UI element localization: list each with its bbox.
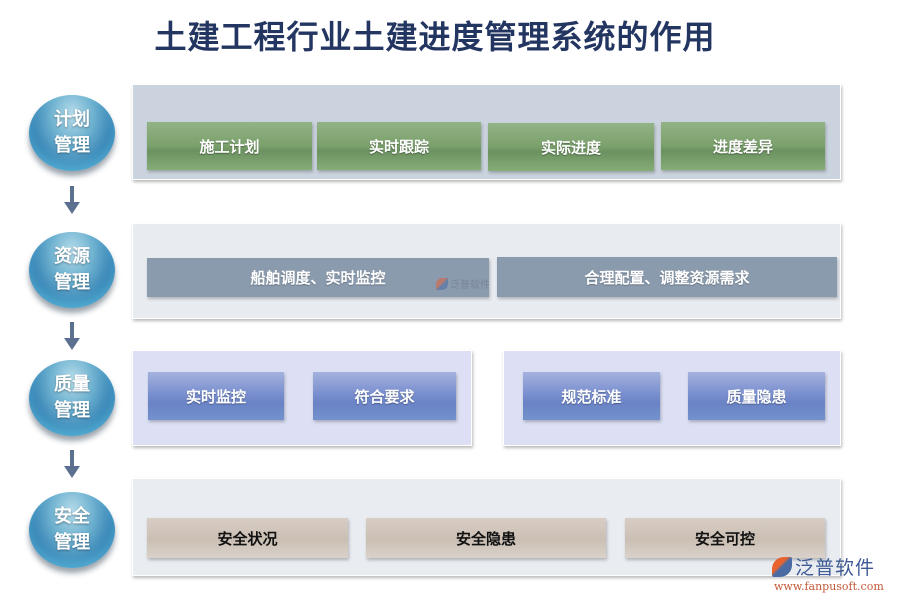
stage-label: 资源	[54, 246, 90, 267]
plan-item-progress-variance: 进度差异	[661, 122, 825, 170]
stage-label: 管理	[54, 400, 90, 421]
quality-item-compliance: 符合要求	[313, 372, 456, 420]
resource-item-allocation: 合理配置、调整资源需求	[497, 257, 837, 297]
plan-item-actual-progress: 实际进度	[488, 123, 654, 171]
quality-item-standards: 规范标准	[523, 372, 660, 420]
brand-url: www.fanpusoft.com	[774, 580, 884, 593]
down-arrow-icon	[64, 186, 80, 216]
brand-name: 泛普软件	[795, 557, 876, 579]
quality-item-hazards: 质量隐患	[688, 372, 825, 420]
stage-quality-management: 质量 管理	[29, 360, 115, 436]
safety-item-hazards: 安全隐患	[366, 518, 606, 558]
watermark-name: 泛普软件	[450, 280, 490, 291]
stage-label: 计划	[54, 109, 90, 130]
quality-item-realtime-monitor: 实时监控	[148, 372, 284, 420]
resource-item-dispatch-monitor: 船舶调度、实时监控	[147, 258, 489, 297]
stage-resource-management: 资源 管理	[29, 232, 115, 308]
plan-item-construction-plan: 施工计划	[147, 122, 312, 170]
stage-label: 管理	[54, 135, 90, 156]
down-arrow-icon	[64, 322, 80, 352]
brand-logo-icon	[772, 556, 792, 577]
stage-label: 质量	[54, 374, 90, 395]
brand-logo-icon	[436, 277, 448, 290]
stage-label: 管理	[54, 272, 90, 293]
page-title: 土建工程行业土建进度管理系统的作用	[154, 18, 716, 56]
stage-label: 安全	[54, 506, 90, 527]
stage-label: 管理	[54, 532, 90, 553]
plan-item-realtime-tracking: 实时跟踪	[317, 122, 481, 170]
down-arrow-icon	[64, 450, 80, 480]
stage-safety-management: 安全 管理	[29, 492, 115, 568]
brand-watermark: 泛普软件 www.fanpusoft.com	[772, 553, 900, 593]
stage-plan-management: 计划 管理	[29, 95, 115, 171]
safety-item-status: 安全状况	[147, 518, 348, 558]
watermark-center: 泛普软件	[436, 276, 490, 291]
safety-item-controllable: 安全可控	[625, 518, 825, 558]
